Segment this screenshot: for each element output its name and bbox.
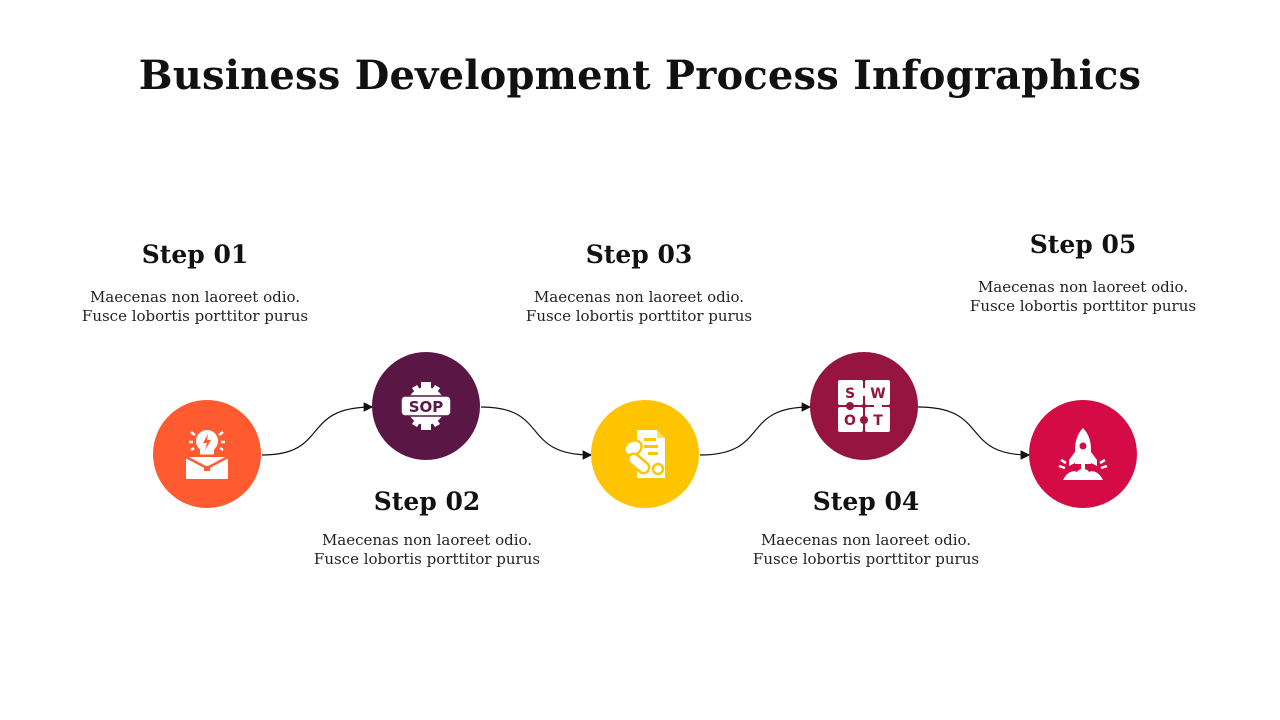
- step-4-desc-line-1: Maecenas non laoreet odio.: [760, 531, 972, 549]
- step-1-desc-line-2: Fusce lobortis porttitor purus: [81, 307, 309, 325]
- step-3-description: Maecenas non laoreet odio. Fusce loborti…: [509, 288, 769, 326]
- step-2-text: Step 02 Maecenas non laoreet odio. Fusce…: [297, 487, 557, 569]
- step-2-desc-line-1: Maecenas non laoreet odio.: [321, 531, 533, 549]
- step-2-circle: SOP: [372, 352, 480, 460]
- document-pills-icon: [623, 430, 665, 478]
- lightbulb-briefcase-icon: [185, 430, 229, 479]
- step-5-title: Step 05: [1029, 230, 1137, 259]
- step-1-circle: [153, 400, 261, 508]
- step-4-title: Step 04: [812, 487, 920, 516]
- page-title: Business Development Process Infographic…: [138, 52, 1142, 99]
- step-4-text: Step 04 Maecenas non laoreet odio. Fusce…: [736, 487, 996, 569]
- step-1-description: Maecenas non laoreet odio. Fusce loborti…: [65, 288, 325, 326]
- step-1-desc-line-1: Maecenas non laoreet odio.: [89, 288, 301, 306]
- rocket-launch-icon: [1058, 428, 1108, 480]
- step-3-desc-line-2: Fusce lobortis porttitor purus: [525, 307, 753, 325]
- step-5-desc-line-1: Maecenas non laoreet odio.: [977, 278, 1189, 296]
- swot-letter-w: W: [870, 386, 885, 402]
- step-5-circle: [1029, 400, 1137, 508]
- step-4-circle: S W O T: [810, 352, 918, 460]
- swot-letter-o: O: [844, 413, 856, 429]
- step-5-description: Maecenas non laoreet odio. Fusce loborti…: [953, 278, 1213, 316]
- step-2-title: Step 02: [373, 487, 481, 516]
- connector-3-4: [699, 402, 812, 456]
- connector-1-2: [261, 402, 374, 456]
- sop-gear-icon: SOP: [400, 382, 452, 430]
- connector-4-5: [917, 406, 1031, 460]
- step-3-circle: [591, 400, 699, 508]
- sop-icon-text: SOP: [409, 398, 444, 416]
- step-2-description: Maecenas non laoreet odio. Fusce loborti…: [297, 531, 557, 569]
- step-5-desc-line-2: Fusce lobortis porttitor purus: [969, 297, 1197, 315]
- connector-2-3: [480, 406, 593, 460]
- swot-puzzle-icon: S W O T: [838, 380, 890, 432]
- step-4-desc-line-2: Fusce lobortis porttitor purus: [752, 550, 980, 568]
- step-1-text: Step 01 Maecenas non laoreet odio. Fusce…: [65, 240, 325, 326]
- step-5-text: Step 05 Maecenas non laoreet odio. Fusce…: [953, 230, 1213, 316]
- step-4-description: Maecenas non laoreet odio. Fusce loborti…: [736, 531, 996, 569]
- step-2-desc-line-2: Fusce lobortis porttitor purus: [313, 550, 541, 568]
- step-3-title: Step 03: [585, 240, 693, 269]
- swot-letter-s: S: [845, 386, 855, 402]
- step-3-text: Step 03 Maecenas non laoreet odio. Fusce…: [509, 240, 769, 326]
- step-1-title: Step 01: [141, 240, 249, 269]
- step-3-desc-line-1: Maecenas non laoreet odio.: [533, 288, 745, 306]
- swot-letter-t: T: [873, 413, 883, 429]
